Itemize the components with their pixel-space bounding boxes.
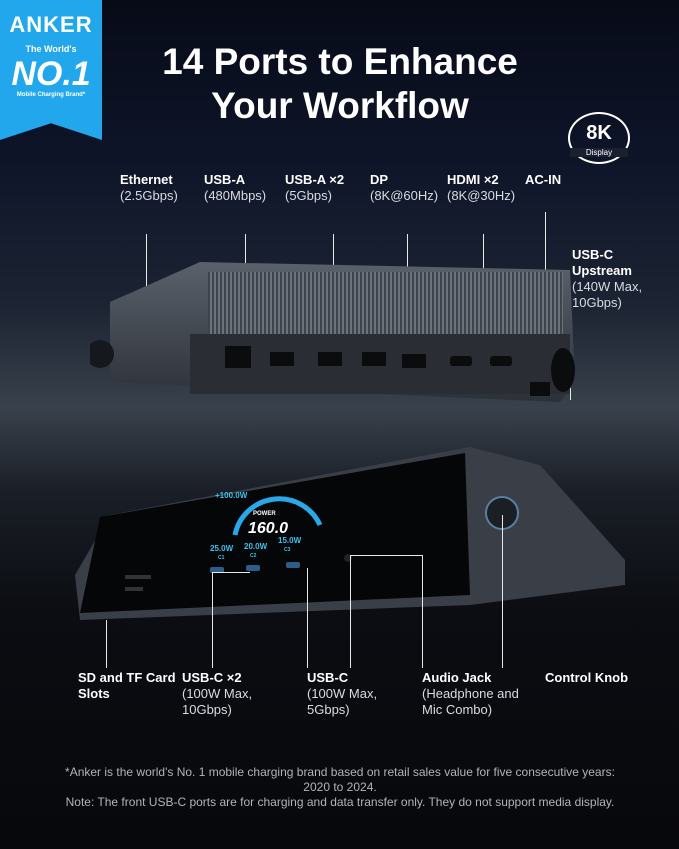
footnote: *Anker is the world's No. 1 mobile charg… [60, 765, 620, 810]
label-usb-c-upstream: USB-C Upstream(140W Max, 10Gbps) [572, 247, 643, 310]
label-ac-in: AC-IN [525, 172, 562, 187]
svg-text:C2: C2 [250, 553, 257, 559]
label-control-knob: Control Knob [545, 670, 629, 685]
badge-subtitle: Mobile Charging Brand* [16, 92, 86, 98]
label-ethernet: Ethernet(2.5Gbps) [120, 172, 178, 203]
svg-text:C1: C1 [218, 555, 225, 561]
ethernet-port [225, 346, 251, 368]
title-line-2: Your Workflow [211, 85, 469, 126]
badge-tagline: The World's [25, 44, 77, 54]
title-line-1: 14 Ports to Enhance [162, 41, 518, 82]
footnote-brand-claim: *Anker is the world's No. 1 mobile charg… [65, 765, 615, 794]
label-card-slots: SD and TF Card Slots [78, 670, 176, 701]
dock-rear-view [90, 262, 575, 402]
leader-line [212, 572, 213, 668]
leader-line [502, 515, 503, 668]
screen-c3-value: 15.0W [278, 536, 302, 545]
label-usb-a-x2: USB-A ×2(5Gbps) [285, 172, 345, 203]
label-audio-jack: Audio Jack(Headphone and Mic Combo) [422, 670, 519, 717]
label-usb-c: USB-C(100W Max, 5Gbps) [307, 670, 378, 717]
anker-no1-badge: ANKER The World's NO.1 Mobile Charging B… [0, 0, 102, 140]
page-title: 14 Ports to Enhance Your Workflow [110, 40, 570, 128]
display-label: Display [570, 148, 628, 157]
leader-line [106, 620, 107, 668]
brand-logo: ANKER [9, 12, 93, 37]
label-usb-c-x2: USB-C ×2(100W Max, 10Gbps) [182, 670, 253, 717]
screen-power-value: 160.0 [248, 520, 288, 537]
leader-line [350, 555, 422, 556]
svg-text:C3: C3 [284, 547, 291, 553]
badge-rank: NO.1 [11, 55, 91, 93]
8k-label: 8K [586, 122, 612, 144]
leader-line [422, 555, 423, 668]
screen-c1-value: 25.0W [210, 544, 234, 553]
leader-line [350, 555, 351, 668]
screen-total-power: +100.0W [215, 491, 248, 500]
footnote-usb-c-note: Note: The front USB-C ports are for char… [65, 795, 615, 809]
leader-line [212, 572, 250, 573]
8k-display-badge: 8K Display [568, 112, 630, 164]
label-hdmi-x2: HDMI ×2(8K@30Hz) [447, 172, 516, 203]
label-usb-a: USB-A(480Mbps) [204, 172, 267, 203]
leader-line [307, 568, 308, 668]
screen-power-label: POWER [253, 511, 276, 517]
screen-c2-value: 20.0W [244, 542, 268, 551]
label-dp: DP(8K@60Hz) [370, 172, 439, 203]
